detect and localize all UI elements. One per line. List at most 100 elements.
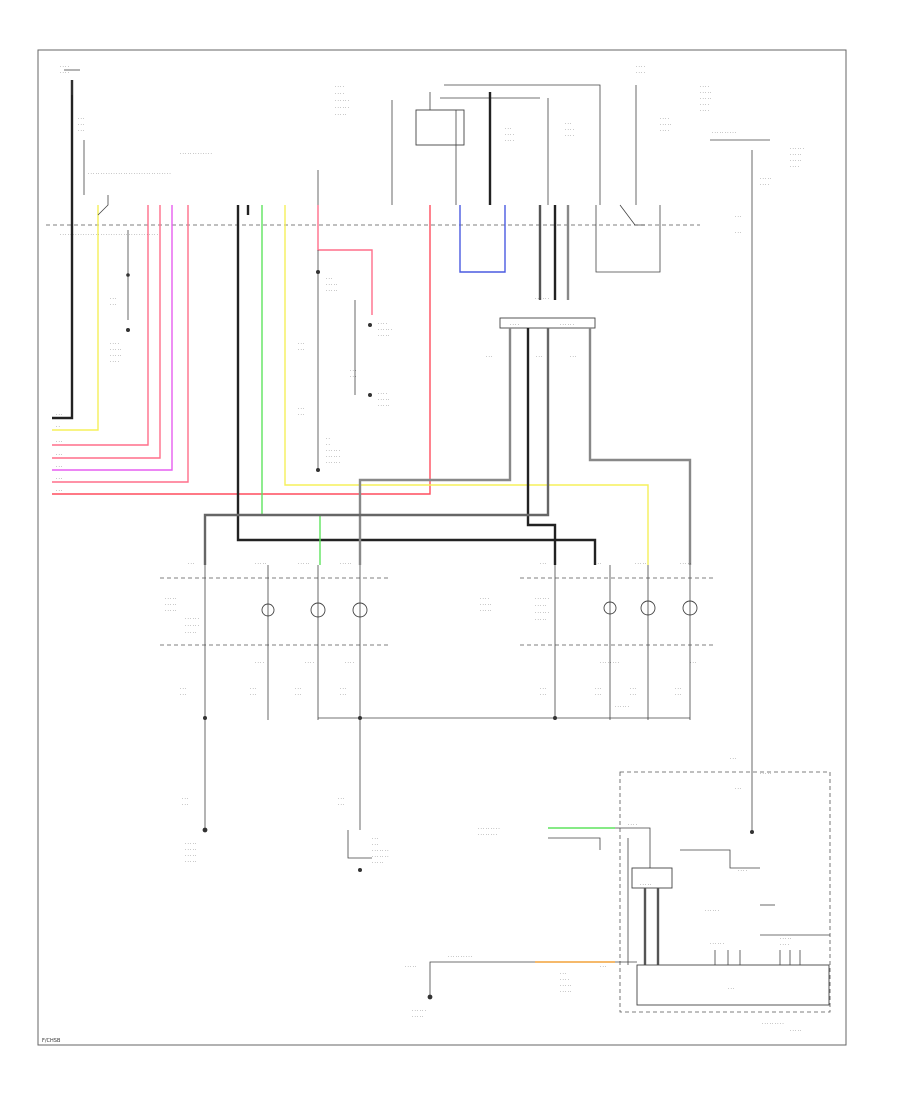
svg-text:· · · · · ·: · · · · · · [535, 610, 549, 615]
svg-text:· · · · · ·: · · · · · · [412, 1008, 426, 1013]
svg-text:· · · · ·: · · · · · [335, 112, 346, 117]
svg-text:· · · · · ·: · · · · · · [335, 98, 349, 103]
svg-text:· · ·: · · · [630, 686, 636, 691]
svg-text:· · · · ·: · · · · · [790, 152, 801, 157]
svg-text:· · · ·: · · · · [60, 64, 69, 69]
diagram-frame [37, 49, 847, 1046]
svg-text:· · ·: · · · [505, 126, 511, 131]
svg-text:· · · · · ·: · · · · · · [535, 596, 549, 601]
svg-text:· · · · ·: · · · · · [378, 397, 389, 402]
svg-text:· · ·: · · · [735, 230, 741, 235]
svg-text:· · ·: · · · [630, 692, 636, 697]
svg-text:· · ·: · · · [675, 686, 681, 691]
svg-text:· · · · ·: · · · · · [790, 1028, 801, 1033]
svg-text:· · · · ·: · · · · · [326, 288, 337, 293]
page-reference: F/CHSB [42, 1038, 61, 1044]
orange-connector-line: · · · · · · · · · · · · · · · · · · · · … [405, 954, 637, 1019]
svg-text:· · ·: · · · [295, 686, 301, 691]
svg-text:· · · · ·: · · · · · [378, 333, 389, 338]
top-relay-box: · · · · · · · · · · · · · · · · · · · · … [335, 64, 671, 205]
svg-text:· · · ·: · · · · [660, 128, 669, 133]
svg-text:· · · · ·: · · · · · [760, 771, 771, 776]
green-connector-line: · · · · · · · · · · · · · · · · · · · · … [478, 822, 651, 965]
svg-text:· · · · ·: · · · · · [480, 608, 491, 613]
svg-text:· · · ·: · · · · [560, 977, 569, 982]
svg-text:· · · · ·: · · · · · [298, 561, 309, 566]
svg-text:· · · ·: · · · · [255, 660, 264, 665]
center-right-harness: · · · · · · · · · · · · · · · · · · · · … [203, 205, 692, 565]
svg-text:· · ·: · · · [338, 796, 344, 801]
svg-text:· · ·: · · · [350, 368, 356, 373]
lamp-bulb-icon [261, 603, 275, 617]
lamp-ground-bus: · · · · · · [203, 704, 690, 720]
svg-text:· ·: · · [56, 424, 60, 429]
svg-text:· · ·: · · · [298, 406, 304, 411]
svg-text:· · ·: · · · [730, 756, 736, 761]
svg-text:· · ·: · · · [110, 302, 116, 307]
svg-text:· · ·: · · · [298, 341, 304, 346]
left-ground-branch: · · · · · · · · · · · · · · · · · · · · … [110, 230, 130, 364]
svg-text:· · · · ·: · · · · · [185, 630, 196, 635]
bottom-right-module: · · · · · · · · · · · · · · · · · · · · … [619, 756, 831, 1033]
svg-text:· · · · · ·: · · · · · · [326, 448, 340, 453]
svg-text:· · · ·: · · · · [378, 391, 387, 396]
svg-text:· · ·: · · · [372, 836, 378, 841]
svg-text:· · ·: · · · [540, 686, 546, 691]
svg-text:· · · ·: · · · · [565, 133, 574, 138]
svg-text:· · ·: · · · [540, 692, 546, 697]
svg-text:· · · · · ·: · · · · · · [326, 460, 340, 465]
svg-text:· · ·: · · · [182, 796, 188, 801]
svg-text:· · ·: · · · [350, 374, 356, 379]
svg-text:· · · · · · · · · ·: · · · · · · · · · · [712, 130, 736, 135]
svg-text:· · · ·: · · · · [636, 70, 645, 75]
lamp-row-left: · · · · · · · · · · · · · · · · · · · · … [160, 561, 390, 720]
svg-text:· · · · ·: · · · · · [165, 596, 176, 601]
svg-text:· · ·: · · · [675, 692, 681, 697]
svg-text:· · ·: · · · [188, 561, 194, 566]
svg-text:· · · · · ·: · · · · · · [560, 322, 574, 327]
svg-text:· · · · ·: · · · · · [255, 561, 266, 566]
svg-text:· · · · ·: · · · · · [326, 282, 337, 287]
svg-text:· · ·: · · · [340, 686, 346, 691]
svg-text:· · · ·: · · · · [110, 341, 119, 346]
svg-text:· · ·: · · · [56, 476, 62, 481]
svg-text:· · ·: · · · [340, 692, 346, 697]
svg-text:· · · ·: · · · · [700, 102, 709, 107]
svg-text:· · · · · · · · ·: · · · · · · · · · [762, 1021, 784, 1026]
svg-text:· · ·: · · · [560, 971, 566, 976]
svg-text:· · ·: · · · [735, 214, 741, 219]
svg-text:· · · · · ·: · · · · · · [790, 146, 804, 151]
svg-text:· · ·: · · · [486, 354, 492, 359]
svg-text:· · · · · · · ·: · · · · · · · · [478, 832, 497, 837]
lamp-row-right: · · · · · · · · · · · · · · · · · · · · … [480, 561, 715, 720]
svg-text:· · · · ·: · · · · · [185, 847, 196, 852]
center-black-wires [236, 170, 649, 565]
svg-text:· · · · ·: · · · · · [700, 96, 711, 101]
svg-text:· · · · · ·: · · · · · · [535, 296, 549, 301]
svg-text:· · · · ·: · · · · · [110, 353, 121, 358]
svg-text:· · ·: · · · [250, 692, 256, 697]
svg-text:· · ·: · · · [78, 116, 84, 121]
svg-text:· · ·: · · · [56, 412, 62, 417]
svg-text:· · · · ·: · · · · · [560, 989, 571, 994]
svg-text:· · · · ·: · · · · · [165, 608, 176, 613]
svg-text:· · ·: · · · [56, 439, 62, 444]
svg-text:· · ·: · · · [540, 561, 546, 566]
svg-text:· · · · ·: · · · · · [405, 964, 416, 969]
svg-text:· · · · ·: · · · · · [480, 602, 491, 607]
svg-text:· · · ·: · · · · [760, 182, 769, 187]
svg-text:· · · ·: · · · · [505, 138, 514, 143]
svg-text:· · ·: · · · [728, 986, 734, 991]
svg-text:· · ·: · · · [298, 347, 304, 352]
svg-text:· · ·: · · · [56, 452, 62, 457]
svg-text:· · · ·: · · · · [565, 127, 574, 132]
svg-text:· · ·: · · · [595, 561, 601, 566]
center-switch-stack: · · · · · · · · · · · · · · · · · · · · … [298, 205, 392, 472]
svg-text:· · · · · · · · · · · · · · ·: · · · · · · · · · · · · · · · · · · · · … [88, 171, 171, 176]
svg-text:· · · · · · · · · · · · ·: · · · · · · · · · · · · · [180, 151, 212, 156]
svg-text:· · · · · · · · · · · · · ·: · · · · · · · · · · · · · · · · · · · · … [60, 232, 160, 237]
svg-text:· · · · ·: · · · · · [700, 90, 711, 95]
svg-text:· · · · ·: · · · · · [660, 122, 671, 127]
svg-text:· · ·: · · · [180, 686, 186, 691]
